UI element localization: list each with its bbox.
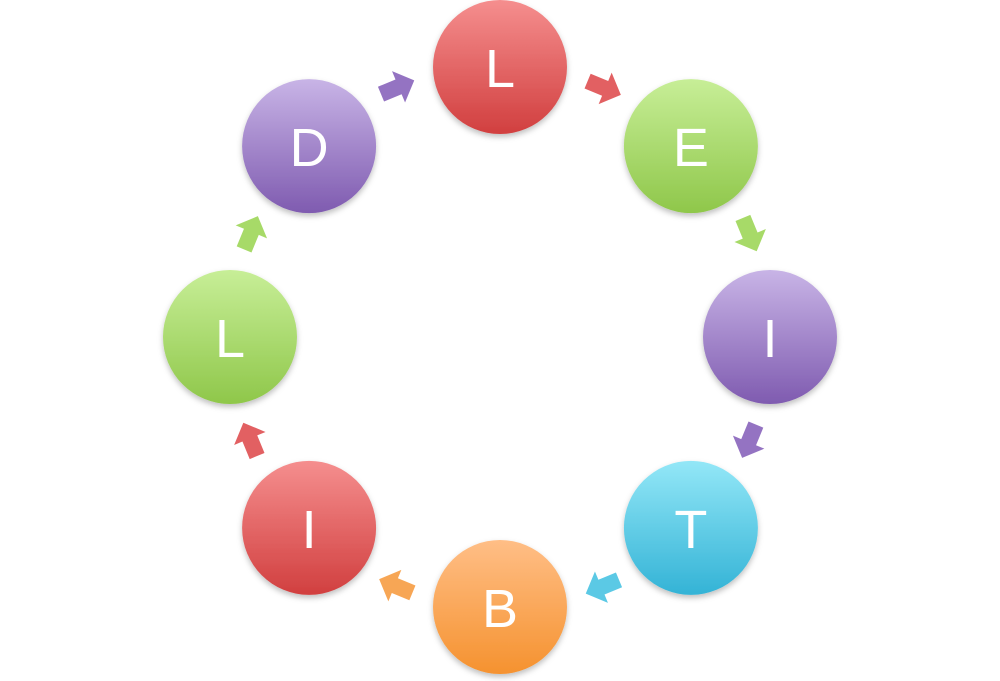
node-n2: E xyxy=(623,79,758,214)
node-circle xyxy=(623,79,758,214)
node-n8: D xyxy=(242,79,377,214)
node-circle xyxy=(433,540,567,674)
arrow-icon xyxy=(235,216,268,253)
arrow-n2-to-n3 xyxy=(734,214,766,252)
arrow-n4-to-n5 xyxy=(585,571,623,603)
arrows-layer xyxy=(234,71,766,603)
node-circle xyxy=(163,270,297,404)
arrow-icon xyxy=(734,214,766,252)
arrow-icon xyxy=(585,571,623,603)
arrow-icon xyxy=(234,422,266,460)
arrow-n8-to-n1 xyxy=(377,71,415,103)
node-label: E xyxy=(673,118,709,178)
node-label: I xyxy=(762,309,777,369)
arrow-n1-to-n2 xyxy=(584,72,621,105)
arrow-icon xyxy=(379,569,416,602)
node-label: D xyxy=(290,118,329,178)
node-label: B xyxy=(482,579,518,639)
arrow-icon xyxy=(584,72,621,105)
arrow-n6-to-n7 xyxy=(234,422,266,460)
node-n7: L xyxy=(163,270,297,404)
nodes-layer: L E I T B I L D xyxy=(163,0,837,674)
arrow-n3-to-n4 xyxy=(732,421,765,458)
arrow-n5-to-n6 xyxy=(379,569,416,602)
node-circle xyxy=(433,0,567,134)
node-label: T xyxy=(674,500,707,560)
arrow-icon xyxy=(377,71,415,103)
node-circle xyxy=(242,460,377,595)
node-label: L xyxy=(215,309,245,369)
node-n6: I xyxy=(242,460,377,595)
node-n1: L xyxy=(433,0,567,134)
node-n5: B xyxy=(433,540,567,674)
node-circle xyxy=(242,79,377,214)
node-n3: I xyxy=(703,270,837,404)
node-label: I xyxy=(302,500,317,560)
arrow-n7-to-n8 xyxy=(235,216,268,253)
node-n4: T xyxy=(623,460,758,595)
node-circle xyxy=(703,270,837,404)
node-circle xyxy=(623,460,758,595)
node-label: L xyxy=(485,39,515,99)
arrow-icon xyxy=(732,421,765,458)
